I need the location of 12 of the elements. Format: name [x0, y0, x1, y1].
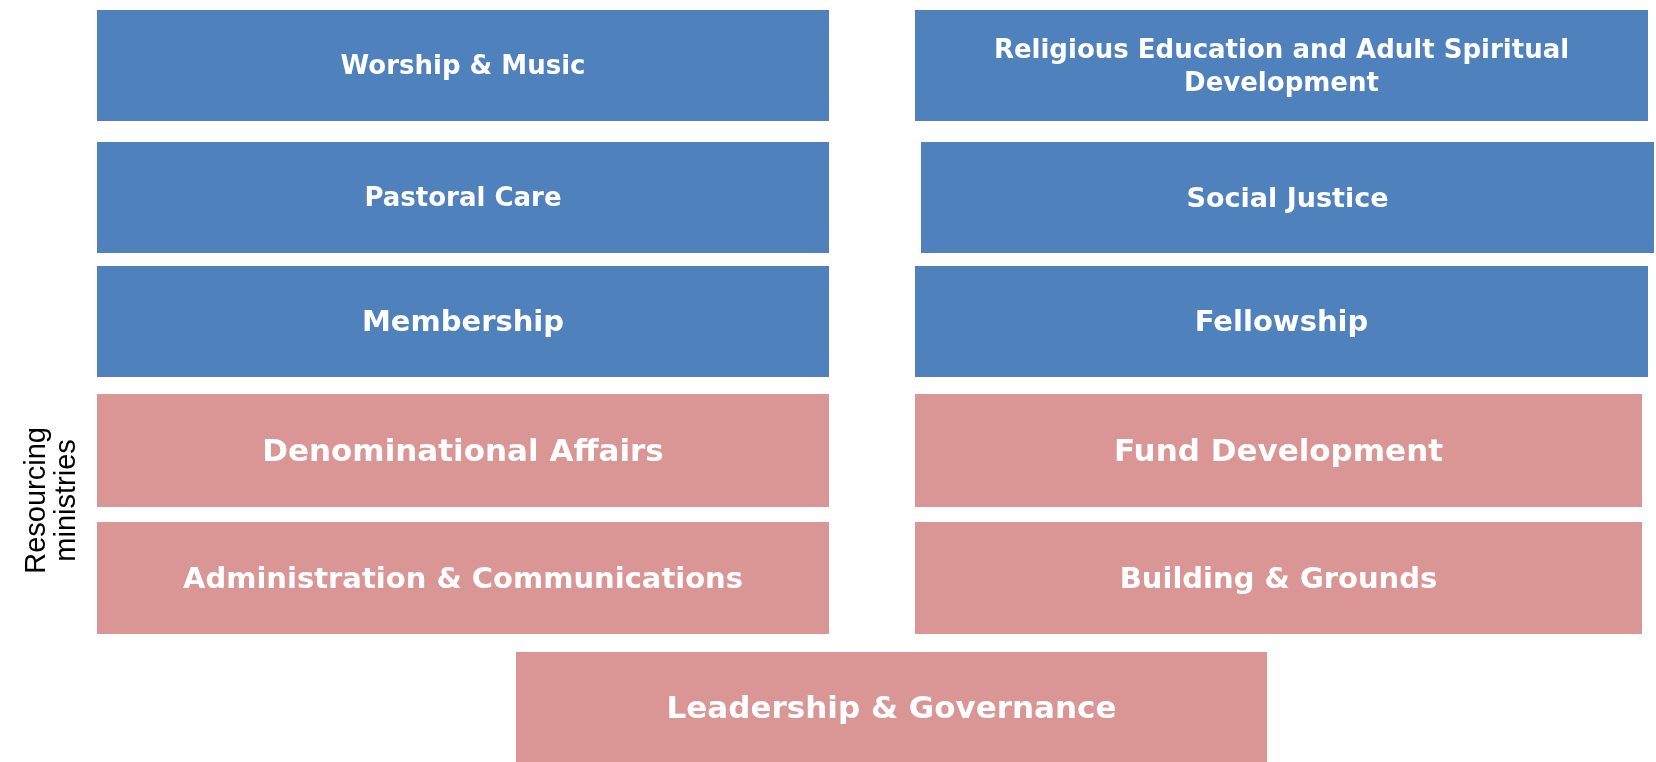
ministry-box: Fellowship	[915, 266, 1648, 377]
ministry-box: Denominational Affairs	[97, 394, 829, 507]
ministry-box: Building & Grounds	[915, 522, 1642, 634]
ministry-box: Pastoral Care	[97, 142, 829, 253]
ministry-box: Administration & Communications	[97, 522, 829, 634]
ministry-box: Religious Education and Adult Spiritual Development	[915, 10, 1648, 121]
ministry-box: Fund Development	[915, 394, 1642, 507]
side-label: Resourcing ministries	[19, 426, 81, 576]
ministry-box: Membership	[97, 266, 829, 377]
ministry-box: Worship & Music	[97, 10, 829, 121]
ministry-box: Social Justice	[921, 142, 1654, 253]
ministry-box: Leadership & Governance	[516, 652, 1267, 762]
